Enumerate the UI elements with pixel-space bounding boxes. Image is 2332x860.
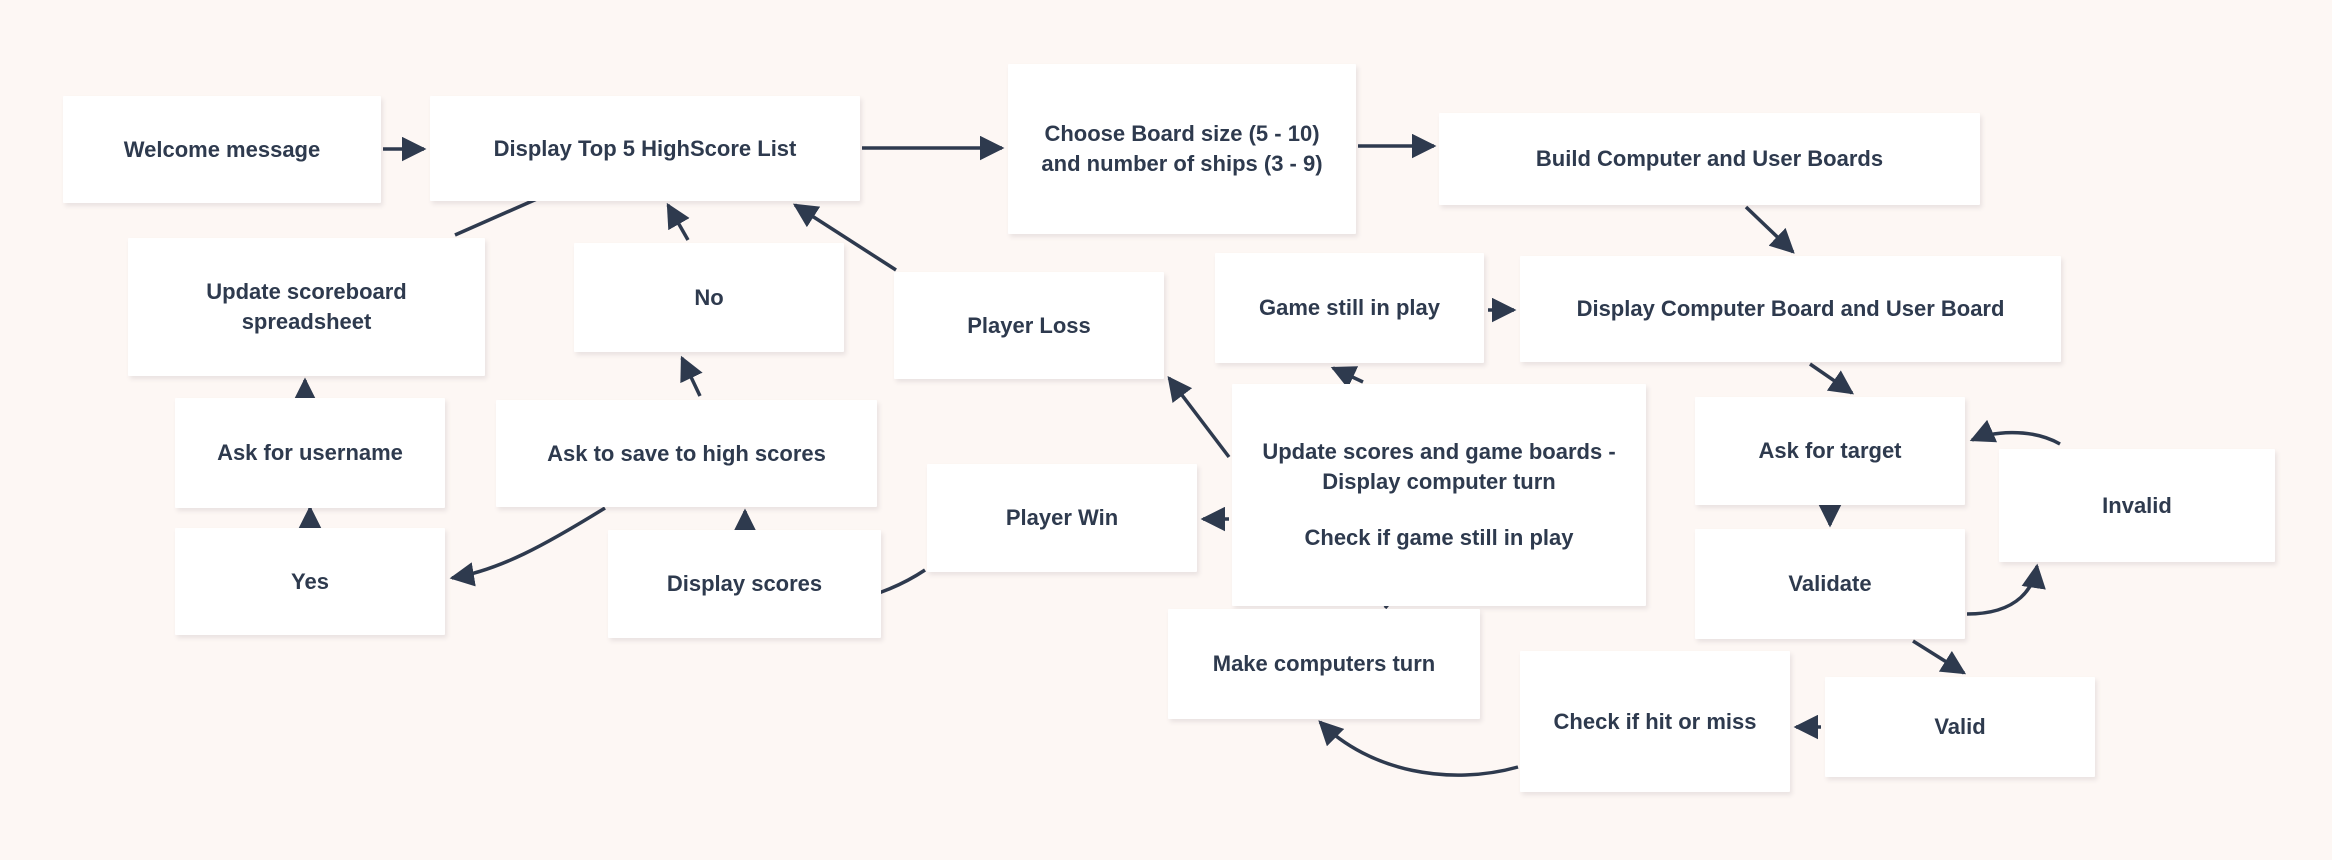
- node-check-if-hit-or-miss[interactable]: Check if hit or miss: [1520, 651, 1790, 792]
- edge-no-to-top5: [666, 202, 690, 241]
- node-label: Ask for target: [1758, 438, 1902, 464]
- node-label: Display Top 5 HighScore List: [493, 135, 797, 161]
- node-display-top5-highscore-list[interactable]: Display Top 5 HighScore List: [430, 96, 860, 201]
- node-update-scoreboard-spreadsheet[interactable]: Update scoreboard spreadsheet: [128, 238, 485, 376]
- node-label: Validate: [1788, 571, 1872, 597]
- node-label-secondary: Check if game still in play: [1304, 524, 1574, 550]
- edge-invalid-to-ask-target: [1969, 419, 2061, 446]
- node-validate[interactable]: Validate: [1695, 529, 1965, 639]
- node-label: Check if hit or miss: [1553, 708, 1757, 734]
- node-label: Player Win: [1005, 505, 1119, 531]
- node-label: Welcome message: [123, 136, 321, 162]
- node-player-win[interactable]: Player Win: [927, 464, 1197, 572]
- node-invalid[interactable]: Invalid: [1999, 449, 2275, 562]
- edge-update-scores-to-player-loss: [1167, 376, 1231, 459]
- edge-update-scores-to-game-in-play: [1330, 366, 1364, 389]
- edge-build-boards-to-display-boards: [1744, 205, 1795, 254]
- node-label: Ask to save to high scores: [547, 440, 826, 466]
- edge-validate-to-invalid: [1966, 563, 2046, 616]
- node-display-computer-board-and-user-board[interactable]: Display Computer Board and User Board: [1520, 256, 2061, 362]
- node-update-scores-and-game-boards[interactable]: Update scores and game boards - Display …: [1232, 384, 1646, 606]
- node-label: Display scores: [666, 571, 823, 597]
- edge-ask-save-to-no: [680, 355, 703, 397]
- edge-display-boards-to-ask-target: [1809, 362, 1855, 395]
- node-ask-to-save-to-high-scores[interactable]: Ask to save to high scores: [496, 400, 877, 507]
- node-choose-board-size[interactable]: Choose Board size (5 - 10) and number of…: [1008, 64, 1356, 234]
- edge-validate-to-valid: [1912, 639, 1967, 675]
- node-ask-for-target[interactable]: Ask for target: [1695, 397, 1965, 505]
- node-make-computers-turn[interactable]: Make computers turn: [1168, 609, 1480, 719]
- edge-ask-save-to-yes: [449, 506, 606, 587]
- node-welcome-message[interactable]: Welcome message: [63, 96, 381, 203]
- node-label: Update scores and game boards - Display …: [1262, 439, 1616, 495]
- node-ask-for-username[interactable]: Ask for username: [175, 398, 445, 508]
- node-label: Invalid: [2102, 492, 2172, 518]
- node-label: Build Computer and User Boards: [1535, 146, 1884, 172]
- node-label: Update scoreboard spreadsheet: [206, 279, 407, 334]
- node-label: Choose Board size (5 - 10) and number of…: [1041, 121, 1323, 176]
- node-label: Player Loss: [967, 312, 1091, 338]
- node-no[interactable]: No: [574, 243, 844, 352]
- node-display-scores[interactable]: Display scores: [608, 530, 881, 638]
- node-valid[interactable]: Valid: [1825, 677, 2095, 777]
- node-label: Valid: [1934, 714, 1986, 740]
- node-label: Yes: [291, 568, 329, 594]
- node-label: Display Computer Board and User Board: [1576, 296, 2005, 322]
- edge-check-hit-to-make-turn: [1318, 720, 1519, 777]
- node-game-still-in-play[interactable]: Game still in play: [1215, 253, 1484, 363]
- node-label: Make computers turn: [1212, 651, 1436, 677]
- node-label: Ask for username: [217, 440, 403, 466]
- node-yes[interactable]: Yes: [175, 528, 445, 635]
- node-label: Game still in play: [1259, 295, 1440, 321]
- node-build-computer-and-user-boards[interactable]: Build Computer and User Boards: [1439, 113, 1980, 205]
- node-label: No: [694, 284, 724, 310]
- node-player-loss[interactable]: Player Loss: [894, 272, 1164, 379]
